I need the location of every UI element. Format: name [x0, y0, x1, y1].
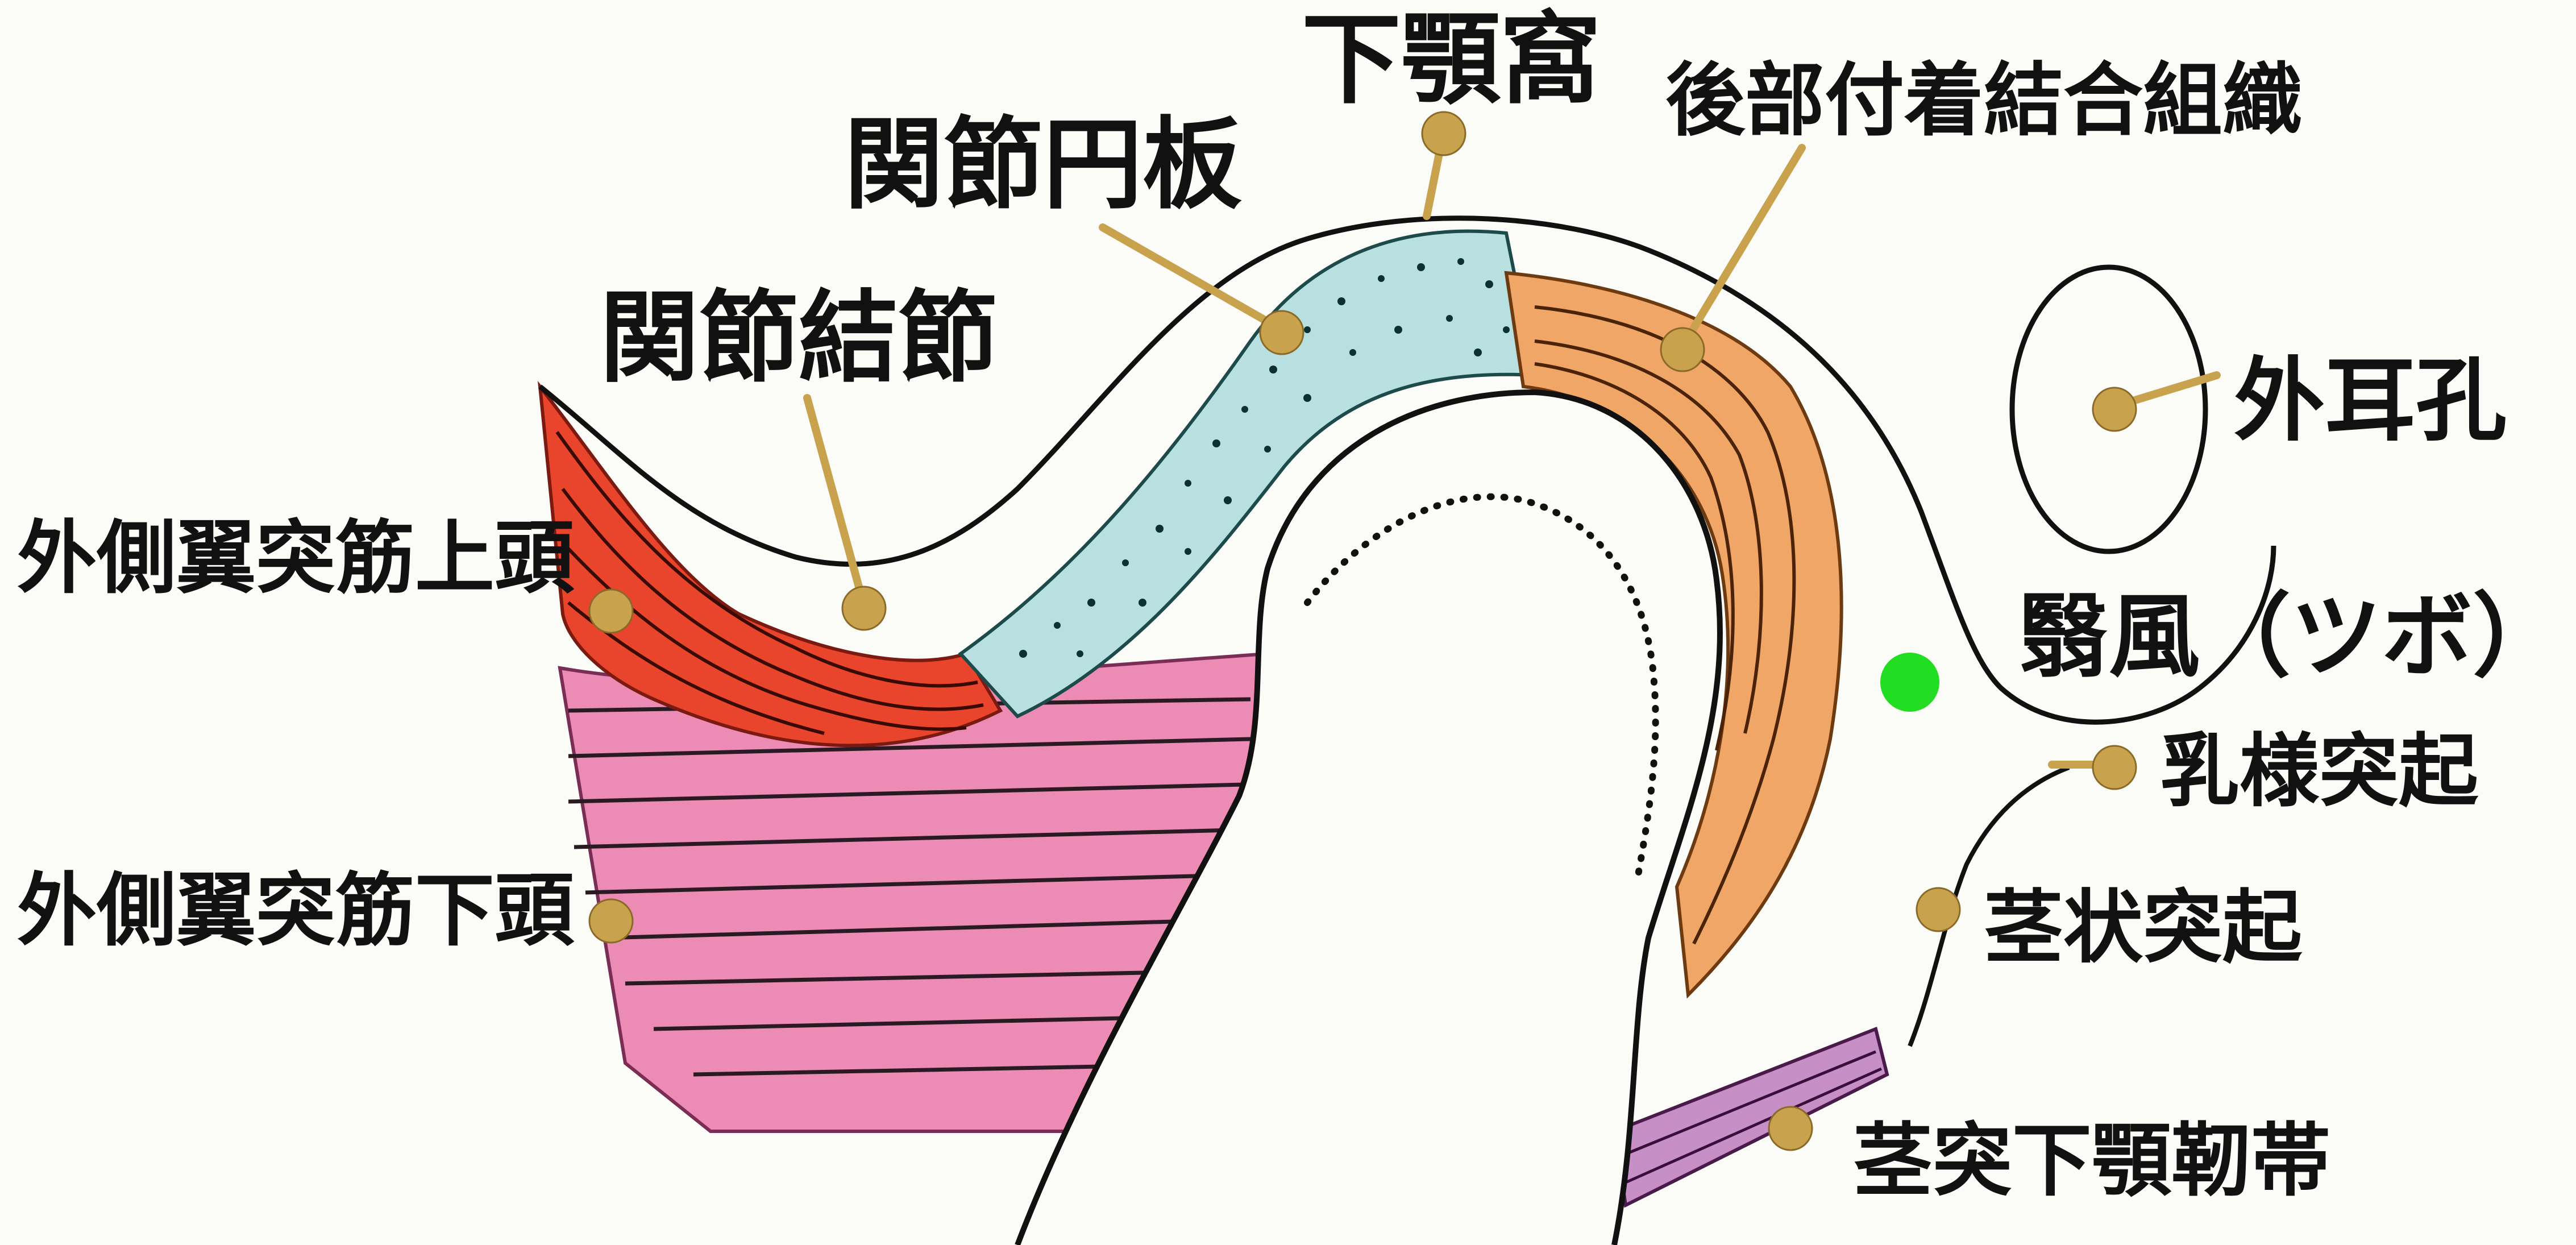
label-mastoid-process: 乳様突起 — [2160, 725, 2479, 818]
marker-lateral-pterygoid-superior — [589, 590, 633, 633]
stylomandibular-ligament — [1614, 1029, 1887, 1205]
label-articular-eminence: 関節結節 — [600, 281, 998, 396]
marker-mastoid-process — [2093, 746, 2136, 789]
marker-articular-disc — [1260, 311, 1303, 354]
label-retrodiscal-tissue: 後部付着結合組織 — [1665, 55, 2302, 147]
label-external-acoustic-meatus: 外耳孔 — [2234, 347, 2507, 454]
marker-lateral-pterygoid-inferior — [589, 899, 633, 943]
label-mandibular-fossa: 下顎窩 — [1302, 2, 1600, 118]
marker-retrodiscal-tissue — [1661, 328, 1704, 371]
marker-articular-eminence — [842, 587, 886, 630]
marker-mandibular-fossa — [1422, 112, 1465, 155]
yifeng-acupoint-dot — [1880, 653, 1939, 712]
label-stylomandibular-ligament: 茎突下顎靭帯 — [1853, 1115, 2330, 1207]
label-yifeng-point: 翳風（ツボ） — [2018, 583, 2563, 690]
label-styloid-process: 茎状突起 — [1984, 882, 2303, 974]
label-articular-disc: 関節円板 — [844, 107, 1242, 223]
marker-styloid-process — [1917, 888, 1960, 931]
marker-external-acoustic-meatus — [2093, 388, 2136, 431]
label-lateral-pterygoid-inferior: 外側翼突筋下頭 — [17, 865, 575, 957]
marker-stylomandibular-ligament — [1769, 1107, 1812, 1150]
label-lateral-pterygoid-superior: 外側翼突筋上頭 — [17, 512, 575, 605]
